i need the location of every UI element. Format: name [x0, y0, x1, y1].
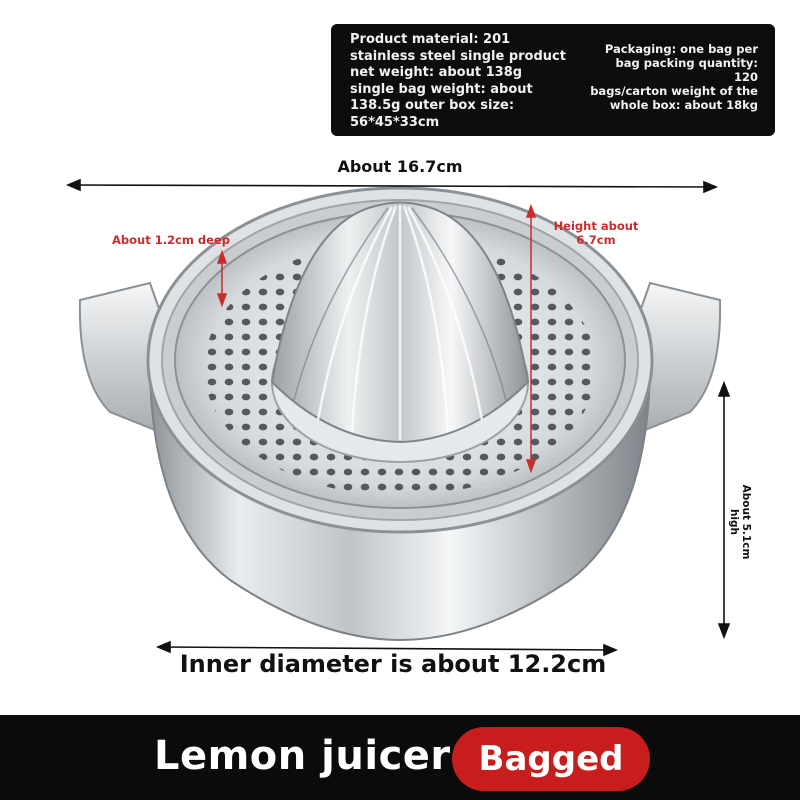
- inner-diameter-arrow: [155, 640, 619, 657]
- height-label: Height about 6.7cm: [553, 219, 639, 247]
- width-arrow: [65, 178, 719, 194]
- overall-width-label: About 16.7cm: [337, 157, 463, 176]
- depth-label: About 1.2cm deep: [112, 233, 230, 247]
- bagged-badge: Bagged: [452, 727, 650, 791]
- depth-arrow: [216, 249, 228, 308]
- packaging-specs-text: Packaging: one bag per bag packing quant…: [590, 42, 758, 112]
- inner-diameter-label: Inner diameter is about 12.2cm: [179, 650, 607, 678]
- side-height-arrow: [717, 380, 731, 640]
- material-specs-text: Product material: 201 stainless steel si…: [350, 32, 566, 130]
- height-arrow: [525, 203, 537, 474]
- product-title: Lemon juicer: [154, 733, 451, 779]
- side-height-label: About 5.1cm high: [728, 484, 752, 560]
- footer-bar: [0, 715, 800, 800]
- specifications-panel: Product material: 201 stainless steel si…: [331, 24, 775, 136]
